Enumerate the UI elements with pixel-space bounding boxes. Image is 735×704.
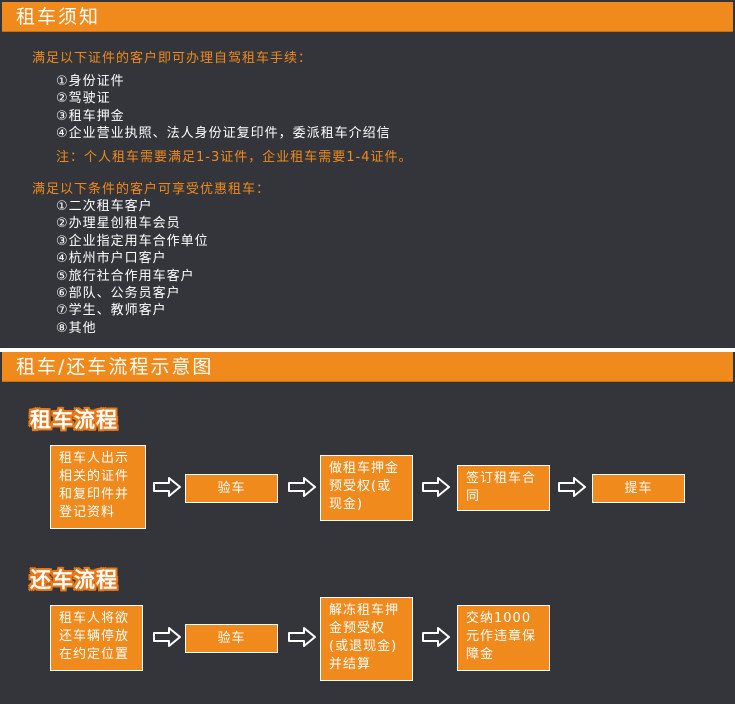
list-item: ②办理星创租车会员: [56, 216, 181, 232]
documents-intro: 满足以下证件的客户即可办理自驾租车手续：: [32, 51, 313, 66]
arrow-right-icon: [422, 477, 450, 497]
return-step-3: 解冻租车押金预受权(或退现金)并结算: [320, 597, 413, 681]
arrow-right-icon: [288, 627, 316, 647]
list-item: ④企业营业执照、法人身份证复印件，委派租车介绍信: [56, 126, 391, 142]
arrow-right-icon: [422, 627, 450, 647]
return-step-2: 验车: [185, 624, 278, 653]
list-item: ③租车押金: [56, 108, 125, 124]
list-item: ①二次租车客户: [56, 199, 153, 214]
return-step-4: 交纳1000元作违章保障金: [457, 605, 550, 671]
list-item: ⑧其他: [56, 320, 97, 336]
documents-list: ①身份证件 ②驾驶证 ③租车押金 ④企业营业执照、法人身份证复印件，委派租车介绍…: [56, 73, 391, 143]
documents-note: 注：个人租车需要满足1-3证件，企业租车需要1-4证件。: [56, 150, 413, 165]
return-step-1: 租车人将欲还车辆停放在约定位置: [50, 605, 143, 671]
rent-step-1: 租车人出示相关的证件和复印件并登记资料: [50, 445, 146, 529]
list-item: ④杭州市户口客户: [56, 251, 167, 267]
notice-panel: [0, 0, 735, 348]
list-item: ①身份证件: [56, 74, 125, 89]
return-flow-title: 还车流程: [30, 568, 118, 592]
arrow-right-icon: [153, 627, 181, 647]
arrow-right-icon: [288, 477, 316, 497]
list-item: ②驾驶证: [56, 91, 111, 107]
rent-step-2: 验车: [185, 474, 278, 503]
list-item: ⑦学生、教师客户: [56, 303, 167, 319]
list-item: ③企业指定用车合作单位: [56, 233, 209, 249]
discounts-intro: 满足以下条件的客户可享受优惠租车：: [32, 182, 271, 197]
rent-step-3: 做租车押金预受权(或现金): [320, 455, 413, 521]
discounts-list: ①二次租车客户 ②办理星创租车会员 ③企业指定用车合作单位 ④杭州市户口客户 ⑤…: [56, 198, 209, 337]
arrow-right-icon: [153, 477, 181, 497]
process-header: 租车/还车流程示意图: [2, 352, 733, 382]
list-item: ⑤旅行社合作用车客户: [56, 268, 195, 284]
rent-flow-title: 租车流程: [30, 408, 118, 432]
rent-step-4: 签订租车合同: [457, 465, 550, 511]
rent-step-5: 提车: [592, 474, 685, 503]
list-item: ⑥部队、公务员客户: [56, 286, 181, 302]
arrow-right-icon: [558, 477, 586, 497]
notice-header: 租车须知: [2, 2, 733, 32]
